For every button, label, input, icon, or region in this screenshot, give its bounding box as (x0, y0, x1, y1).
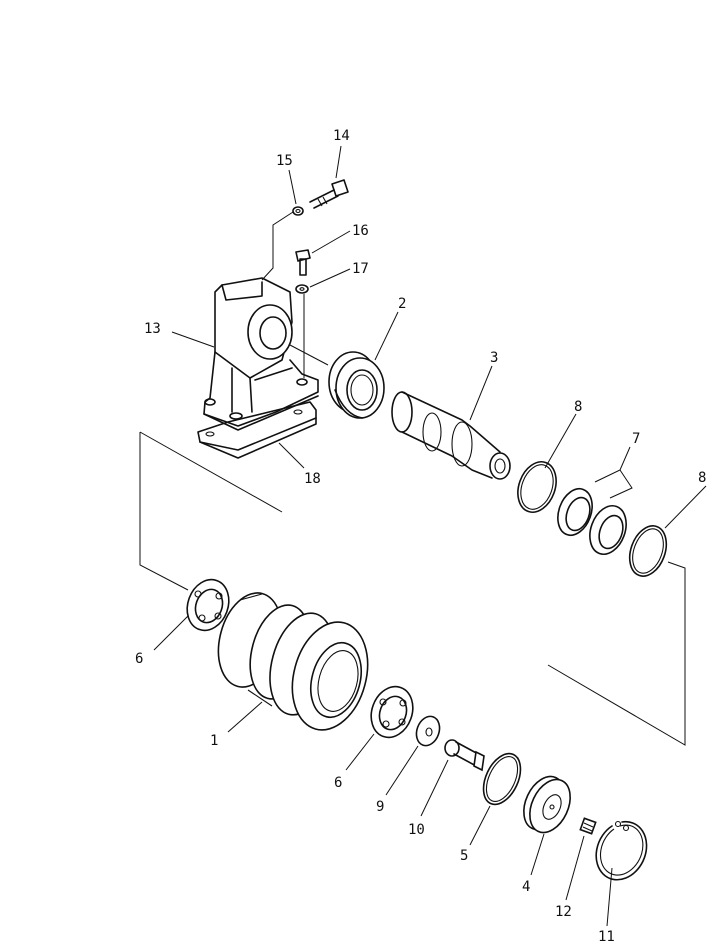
bearing-6-left (186, 578, 230, 632)
callout-6-left: 6 (135, 651, 143, 667)
washer-9 (415, 715, 441, 747)
bolt-14 (309, 179, 349, 209)
bearing-6-right (370, 685, 414, 739)
callout-13: 13 (144, 321, 161, 337)
callout-5: 5 (460, 848, 468, 864)
callout-8-lower: 8 (698, 470, 706, 486)
callout-16: 16 (352, 223, 369, 239)
callout-1: 1 (210, 733, 218, 749)
cover-4 (523, 775, 571, 834)
callout-6-right: 6 (334, 775, 342, 791)
roller-1 (217, 592, 369, 731)
callout-11: 11 (598, 929, 615, 944)
washer-15 (292, 206, 304, 216)
callout-15: 15 (276, 153, 293, 169)
callout-8-upper: 8 (574, 399, 582, 415)
bracket-13 (203, 277, 319, 431)
bolt-16 (295, 249, 311, 276)
floating-seal-7 (557, 487, 627, 556)
o-ring-8-upper (517, 461, 557, 513)
leader-lines (153, 145, 707, 927)
o-ring-5 (482, 752, 522, 806)
snap-ring-11 (595, 820, 648, 881)
callout-17: 17 (352, 261, 369, 277)
assembly-guide-lines (139, 211, 686, 746)
plate-18 (197, 401, 317, 459)
callout-14: 14 (333, 128, 350, 144)
callout-7: 7 (632, 431, 640, 447)
callout-12: 12 (555, 904, 572, 920)
plug-12 (579, 817, 597, 835)
bolt-10 (444, 739, 485, 772)
callout-9: 9 (376, 799, 384, 815)
callout-labels: 14 15 16 17 13 2 3 8 7 8 18 6 1 6 9 10 5… (135, 128, 706, 944)
washer-17 (295, 284, 309, 294)
o-ring-8-lower (628, 525, 668, 577)
bearing-2 (328, 351, 385, 419)
callout-3: 3 (490, 350, 498, 366)
callout-18: 18 (304, 471, 321, 487)
callout-4: 4 (522, 879, 530, 895)
callout-10: 10 (408, 822, 425, 838)
shaft-3 (391, 391, 511, 480)
callout-2: 2 (398, 296, 406, 312)
